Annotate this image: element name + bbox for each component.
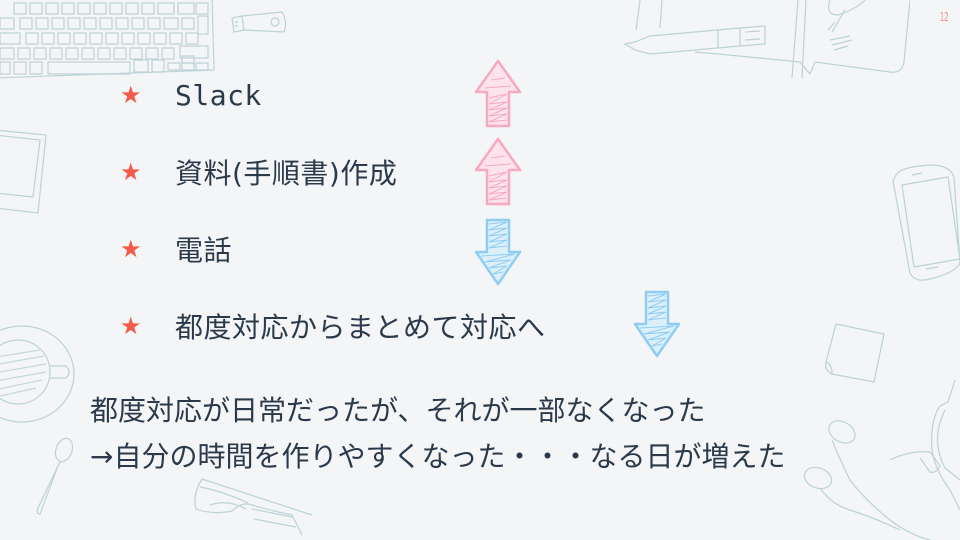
arrow-up-icon — [473, 58, 523, 132]
bullet-text: 資料(手順書)作成 — [175, 157, 398, 190]
bullet-item-batch-handling: ★ 都度対応からまとめて対応へ — [120, 301, 546, 351]
tablet-icon — [0, 125, 50, 215]
bullet-item-documents: ★ 資料(手順書)作成 — [120, 147, 546, 197]
bullet-item-phone: ★ 電話 — [120, 224, 546, 274]
star-icon: ★ — [120, 81, 142, 109]
sticky-note-icon — [822, 322, 888, 386]
bullet-text: 都度対応からまとめて対応へ — [175, 311, 546, 344]
star-icon: ★ — [120, 158, 142, 186]
smartphone-icon — [890, 163, 960, 285]
bullet-text: Slack — [175, 78, 262, 112]
summary-line-1: 都度対応が日常だったが、それが一部なくなった — [90, 394, 706, 427]
star-icon: ★ — [120, 235, 142, 263]
coffee-cup-icon — [0, 322, 80, 434]
glasses-icon — [192, 475, 312, 540]
spoon-icon — [32, 436, 78, 516]
arrow-down-icon — [632, 290, 682, 364]
summary-text: 都度対応が日常だったが、それが一部なくなった →自分の時間を作りやすくなった・・… — [90, 388, 785, 480]
bullet-item-slack: ★ Slack — [120, 70, 546, 120]
bullet-text: 電話 — [175, 234, 233, 267]
keyboard-icon — [0, 0, 220, 80]
pen-icon — [620, 0, 910, 82]
earphones-icon — [780, 380, 960, 540]
summary-line-2: →自分の時間を作りやすくなった・・・なる日が増えた — [90, 440, 786, 473]
bullet-list: ★ Slack ★ 資料(手順書)作成 ★ 電話 ★ 都度対応からまとめて対応へ — [120, 70, 546, 378]
usb-drive-icon — [230, 10, 290, 36]
star-icon: ★ — [120, 312, 142, 340]
page-number: 12 — [939, 10, 948, 24]
arrow-up-icon — [473, 136, 523, 210]
arrow-down-icon — [473, 218, 523, 292]
